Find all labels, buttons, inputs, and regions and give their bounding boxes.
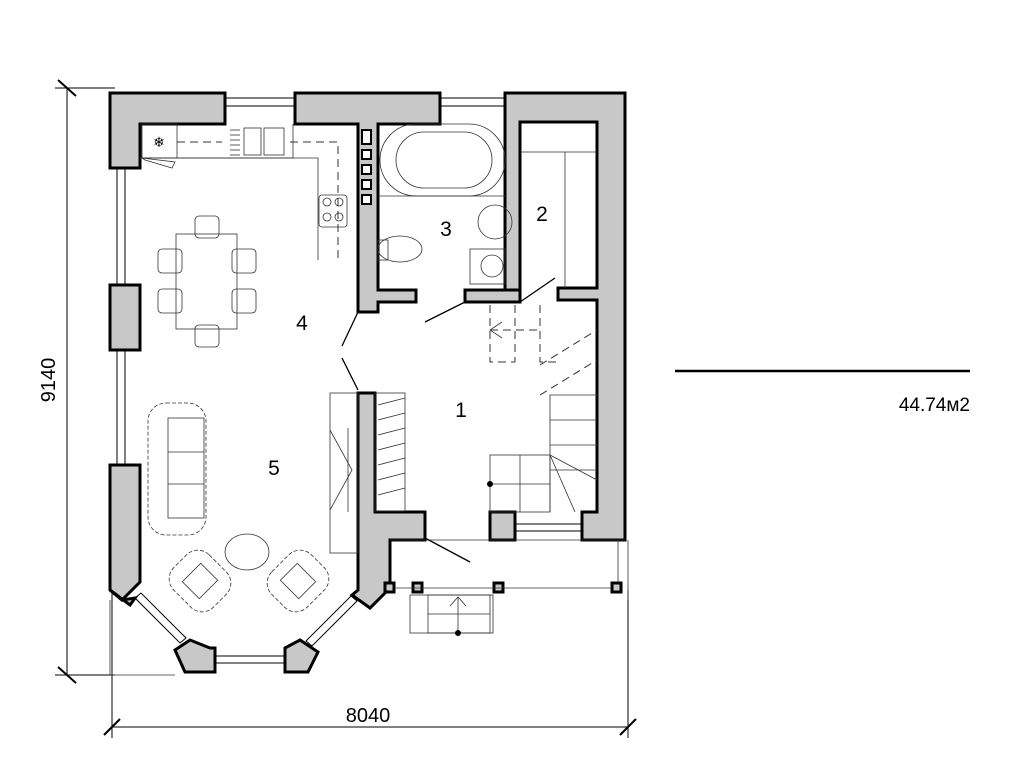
- room-number-4: 4: [296, 312, 308, 335]
- room-number-5: 5: [268, 457, 280, 480]
- kitchen-furniture: ❄: [140, 123, 348, 260]
- dimension-horizontal: [103, 590, 637, 738]
- fridge-icon: ❄: [153, 134, 165, 150]
- closet: [520, 151, 597, 288]
- fireplace: [329, 392, 359, 554]
- staircase: [374, 305, 598, 513]
- bathroom-fixtures: [361, 123, 513, 285]
- windows: [116, 97, 583, 664]
- porch: [383, 539, 625, 636]
- room-number-2: 2: [536, 203, 548, 226]
- height-dimension-label: 9140: [38, 358, 60, 403]
- living-furniture: [147, 402, 330, 613]
- area-label: 44.74м2: [899, 395, 970, 416]
- room-number-3: 3: [440, 218, 452, 241]
- dimension-vertical: [55, 79, 115, 684]
- dining-table: [157, 215, 257, 348]
- width-dimension-label: 8040: [346, 705, 391, 727]
- room-number-1: 1: [455, 399, 467, 422]
- doors: [341, 277, 556, 563]
